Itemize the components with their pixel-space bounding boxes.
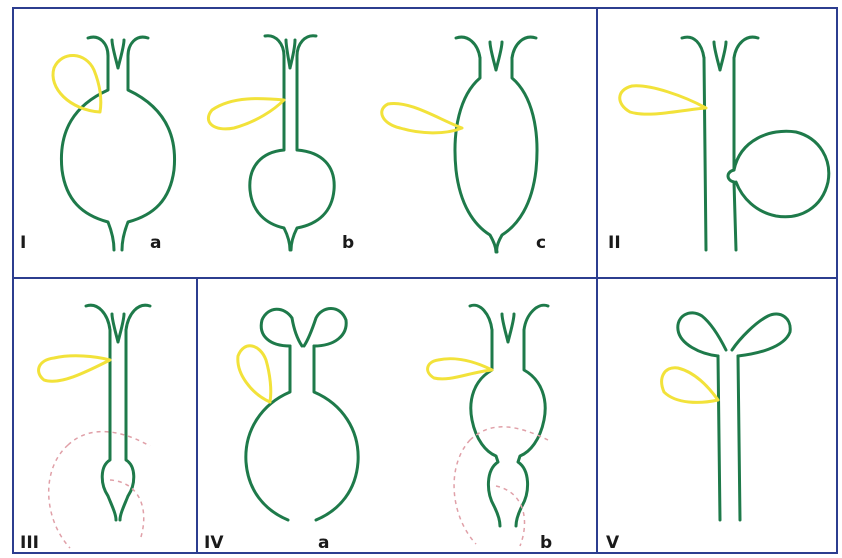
type-v-duct-drawing bbox=[662, 313, 791, 520]
type-i-label: I bbox=[20, 233, 26, 253]
type-ib-sublabel: b bbox=[342, 233, 354, 253]
type-iva-duct-drawing bbox=[238, 309, 358, 521]
type-ic-sublabel: c bbox=[536, 233, 546, 253]
type-ia-duct-drawing bbox=[53, 37, 175, 250]
type-ii-duct-drawing bbox=[620, 37, 829, 250]
panel-frame-type-v bbox=[597, 278, 837, 553]
type-v-label: V bbox=[606, 533, 620, 553]
type-ia-sublabel: a bbox=[150, 233, 161, 253]
type-ii-label: II bbox=[608, 233, 621, 253]
type-ivb-duct-drawing bbox=[428, 305, 548, 546]
panel-frame-type-iii bbox=[13, 278, 197, 553]
type-ivb-sublabel: b bbox=[540, 533, 552, 553]
type-ib-duct-drawing bbox=[208, 36, 334, 250]
type-iva-sublabel: a bbox=[318, 533, 329, 553]
type-iv-label: IV bbox=[204, 533, 224, 553]
panel-frame-type-iv bbox=[197, 278, 597, 553]
panel-frame-type-ii bbox=[597, 8, 837, 278]
panel-frame-type-i bbox=[13, 8, 597, 278]
type-iii-label: III bbox=[20, 533, 39, 553]
type-ic-duct-drawing bbox=[382, 37, 537, 252]
type-iii-duct-drawing bbox=[39, 305, 150, 548]
